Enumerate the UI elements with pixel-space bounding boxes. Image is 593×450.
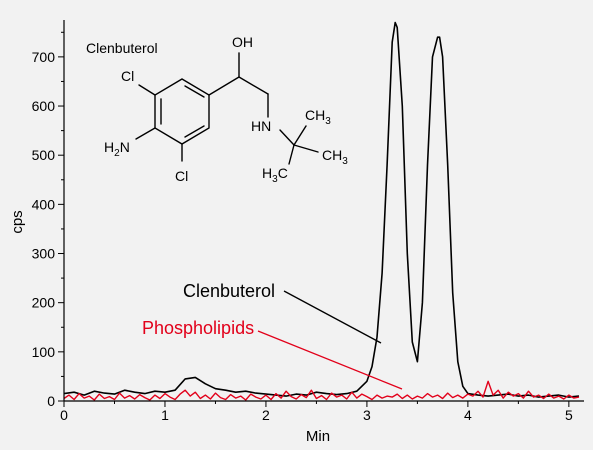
- y-tick-label: 400: [32, 196, 56, 212]
- x-tick-label: 1: [161, 407, 169, 423]
- axes-layer: 0 100 200 300 400 500 600 700 0 1 2 3 4 5: [32, 20, 584, 423]
- y-tick-label: 300: [32, 246, 56, 262]
- atom-ch3-right: CH3: [322, 147, 348, 167]
- atom-ch3-top: CH3: [305, 107, 331, 127]
- callout-line-phospholipids: [257, 330, 403, 390]
- x-axis-title: Min: [306, 428, 330, 445]
- x-tick-label: 3: [363, 407, 371, 423]
- y-tick-label: 500: [32, 147, 56, 163]
- structure-title: Clenbuterol: [86, 40, 158, 56]
- y-tick-label: 600: [32, 98, 56, 114]
- clenbuterol-structure: Clenbuterol OH Cl Cl H2N HN CH3 CH3 H3C: [86, 34, 348, 185]
- atom-cl-bottom: Cl: [175, 168, 188, 184]
- atom-hn: HN: [251, 118, 271, 134]
- callout-line-clenbuterol: [283, 290, 382, 344]
- series-layer: [63, 21, 580, 401]
- atom-h3c: H3C: [262, 165, 288, 185]
- atom-cl-top: Cl: [121, 68, 134, 84]
- atom-oh: OH: [232, 34, 253, 50]
- x-tick-label: 0: [60, 407, 68, 423]
- y-tick-label: 100: [32, 344, 56, 360]
- series-label-clenbuterol: Clenbuterol: [183, 281, 275, 301]
- atom-h2n: H2N: [104, 139, 130, 159]
- series-label-phospholipids: Phospholipids: [142, 318, 254, 338]
- series-line-phospholipids: [63, 380, 580, 401]
- series-line-clenbuterol: [63, 21, 580, 398]
- x-tick-label: 2: [262, 407, 270, 423]
- y-tick-label: 700: [32, 49, 56, 65]
- y-tick-label: 0: [47, 393, 55, 409]
- x-tick-label: 4: [464, 407, 472, 423]
- x-tick-label: 5: [565, 407, 573, 423]
- y-tick-label: 200: [32, 295, 56, 311]
- y-axis-title: cps: [9, 210, 26, 233]
